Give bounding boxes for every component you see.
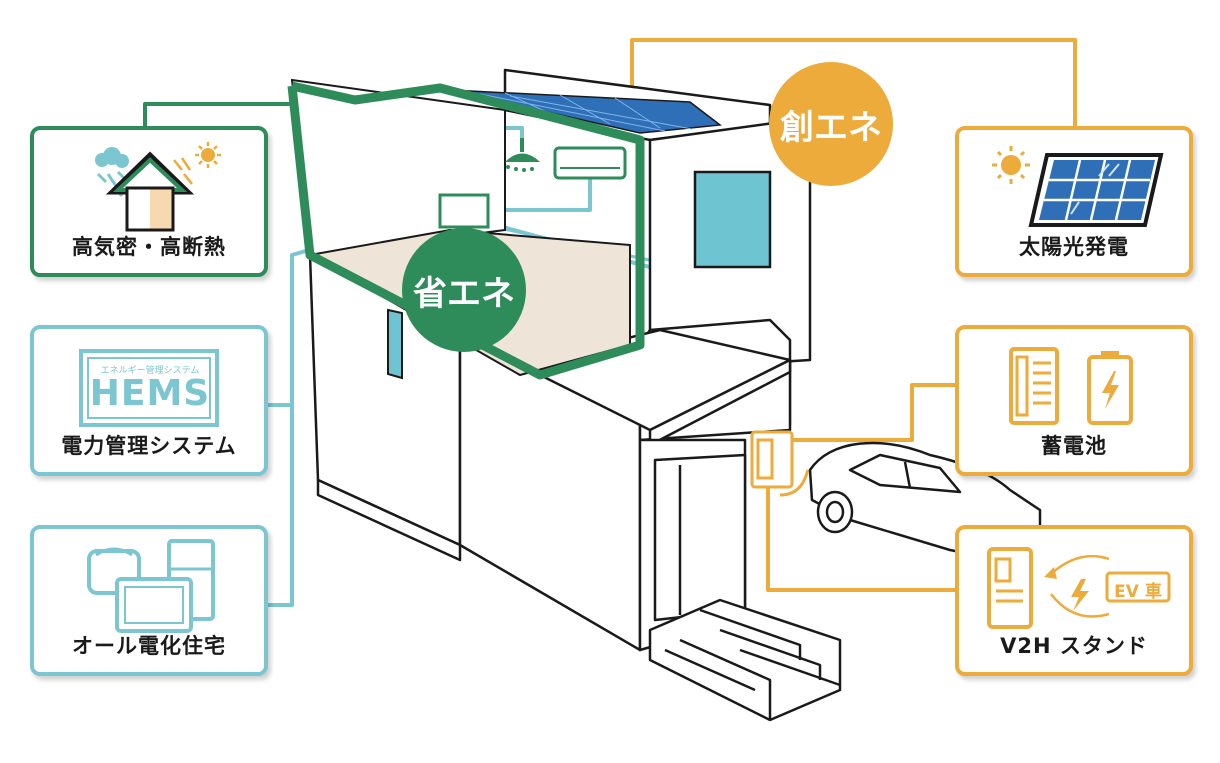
hems-icon-small-text: エネルギー管理システム bbox=[100, 366, 200, 376]
card-all-electric-label: オール電化住宅 bbox=[72, 634, 226, 658]
connector-battery bbox=[780, 383, 960, 442]
ceiling-light bbox=[505, 138, 540, 172]
solar-panel-icon bbox=[992, 146, 1164, 227]
card-hems-label: 電力管理システム bbox=[61, 434, 237, 458]
create-energy-badge: 創エネ bbox=[769, 62, 893, 186]
card-all-electric: オール電化住宅 bbox=[30, 525, 268, 676]
card-battery: 蓄電池 bbox=[955, 325, 1193, 476]
lightning-icon bbox=[1071, 579, 1089, 611]
card-battery-label: 蓄電池 bbox=[1041, 434, 1107, 458]
connector-v2h bbox=[766, 480, 960, 592]
card-solar-label: 太陽光発電 bbox=[1019, 235, 1129, 259]
card-hems: エネルギー管理システム HEMS 電力管理システム bbox=[30, 325, 268, 476]
hems-icon-big-text: HEMS bbox=[89, 373, 211, 414]
card-insulation: 高気密・高断熱 bbox=[30, 126, 268, 277]
ev-label: EV 車 bbox=[1114, 582, 1162, 602]
connector-all-electric bbox=[268, 405, 294, 607]
save-energy-badge: 省エネ bbox=[402, 228, 526, 352]
card-v2h: EV 車 V2H スタンド bbox=[955, 525, 1193, 676]
side-window bbox=[387, 308, 403, 380]
create-energy-badge-label: 創エネ bbox=[780, 107, 882, 148]
connector-solar bbox=[630, 38, 1077, 128]
hems-icon bbox=[79, 349, 219, 427]
upper-window bbox=[693, 170, 772, 269]
card-v2h-label: V2H スタンド bbox=[1000, 634, 1148, 658]
card-solar: 太陽光発電 bbox=[955, 126, 1193, 277]
hems-monitor bbox=[438, 193, 490, 229]
charger-icon bbox=[987, 547, 1171, 629]
wall-charger bbox=[750, 430, 794, 489]
house-insulation-icon bbox=[95, 142, 221, 232]
air-conditioner bbox=[553, 146, 627, 180]
battery-icon bbox=[1087, 351, 1133, 425]
ev-car-icon bbox=[1105, 571, 1171, 603]
card-insulation-label: 高気密・高断熱 bbox=[72, 235, 226, 259]
save-energy-badge-label: 省エネ bbox=[413, 273, 515, 314]
battery-unit-icon bbox=[1009, 347, 1133, 425]
appliances-icon bbox=[87, 539, 215, 633]
connector-insulation bbox=[143, 102, 292, 128]
